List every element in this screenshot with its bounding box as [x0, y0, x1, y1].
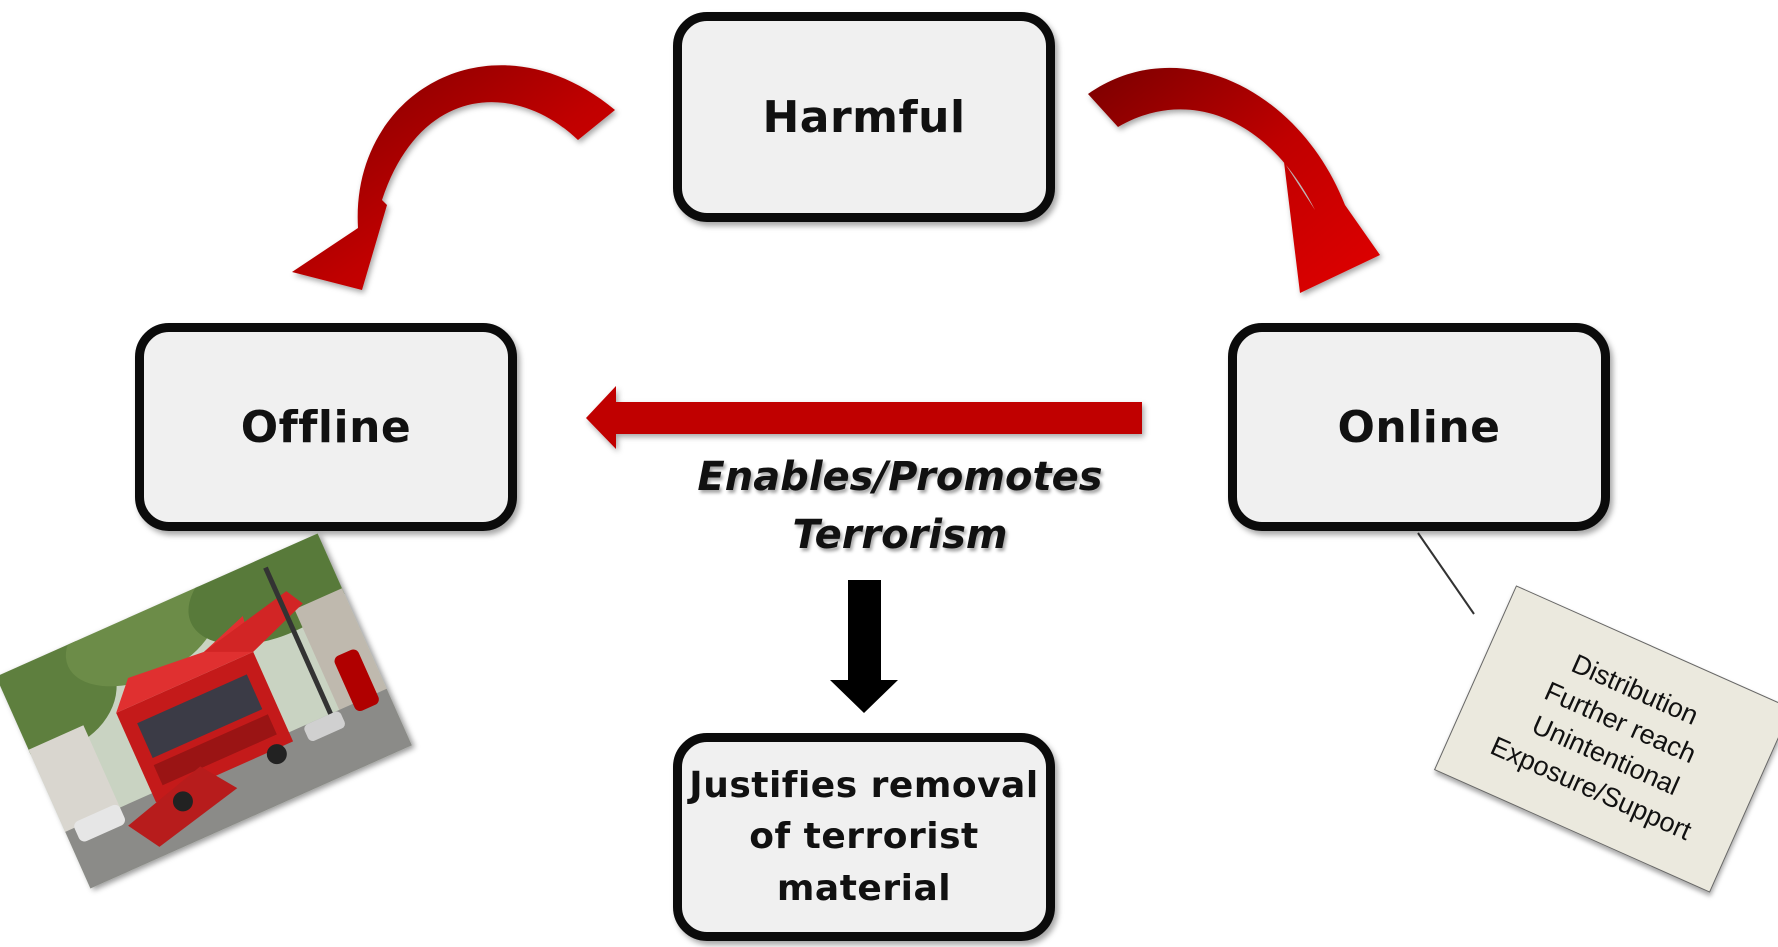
enables-promotes-caption: Enables/Promotes Terrorism [620, 448, 1180, 564]
harmful-box: Harmful [673, 12, 1055, 222]
curved-arrow-harmful-to-online [1088, 67, 1380, 293]
offline-box: Offline [135, 323, 517, 531]
bus-photo-illustration [0, 533, 412, 889]
removal-box: Justifies removal of terrorist material [673, 733, 1055, 941]
online-box: Online [1228, 323, 1610, 531]
removal-line-2: of terrorist [749, 816, 979, 858]
online-note-connector [1417, 532, 1475, 615]
removal-line-3: material [776, 867, 952, 909]
straight-arrow-online-to-offline [586, 386, 1142, 449]
harmful-label: Harmful [762, 91, 966, 143]
caption-line-1: Enables/Promotes [697, 454, 1103, 500]
caption-line-2: Terrorism [792, 512, 1008, 558]
online-label: Online [1337, 401, 1501, 453]
bus-bombing-photo [0, 533, 412, 889]
offline-label: Offline [240, 401, 412, 453]
removal-line-1: Justifies removal [689, 765, 1039, 807]
removal-label: Justifies removal of terrorist material [689, 760, 1038, 913]
down-arrow-to-removal [830, 580, 898, 713]
curved-arrow-harmful-to-offline [292, 65, 615, 290]
